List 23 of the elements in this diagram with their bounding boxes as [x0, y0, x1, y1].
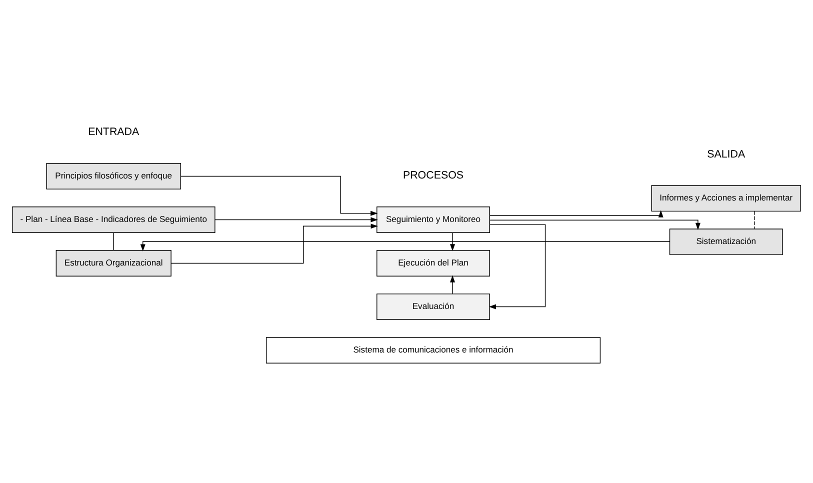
arrow [180, 176, 378, 216]
node-box: Principios filosóficos y enfoque [46, 163, 182, 190]
node-box: Sistematización [669, 228, 783, 256]
node-box: Seguimiento y Monitoreo [376, 206, 490, 233]
node-box: Estructura Organizacional [56, 250, 172, 276]
node-box: Ejecución del Plan [376, 250, 490, 276]
arrow [489, 220, 700, 230]
arrow [170, 224, 378, 264]
arrow [450, 232, 456, 252]
node-box: Informes y Acciones a implementar [651, 185, 802, 212]
connector [113, 232, 114, 251]
label: SALIDA [707, 148, 746, 160]
arrow [214, 217, 378, 222]
arrow [488, 224, 546, 310]
connector [754, 211, 755, 230]
arrow [489, 210, 664, 218]
node-box: - Plan - Línea Base - Indicadores de Seguimiento [12, 206, 216, 233]
arrow [450, 275, 456, 294]
arrow [140, 241, 670, 252]
label: ENTRADA [88, 126, 140, 138]
node-box: Evaluación [376, 294, 490, 320]
node-box: Sistema de comunicaciones e información [266, 337, 601, 364]
label: PROCESOS [402, 170, 464, 182]
